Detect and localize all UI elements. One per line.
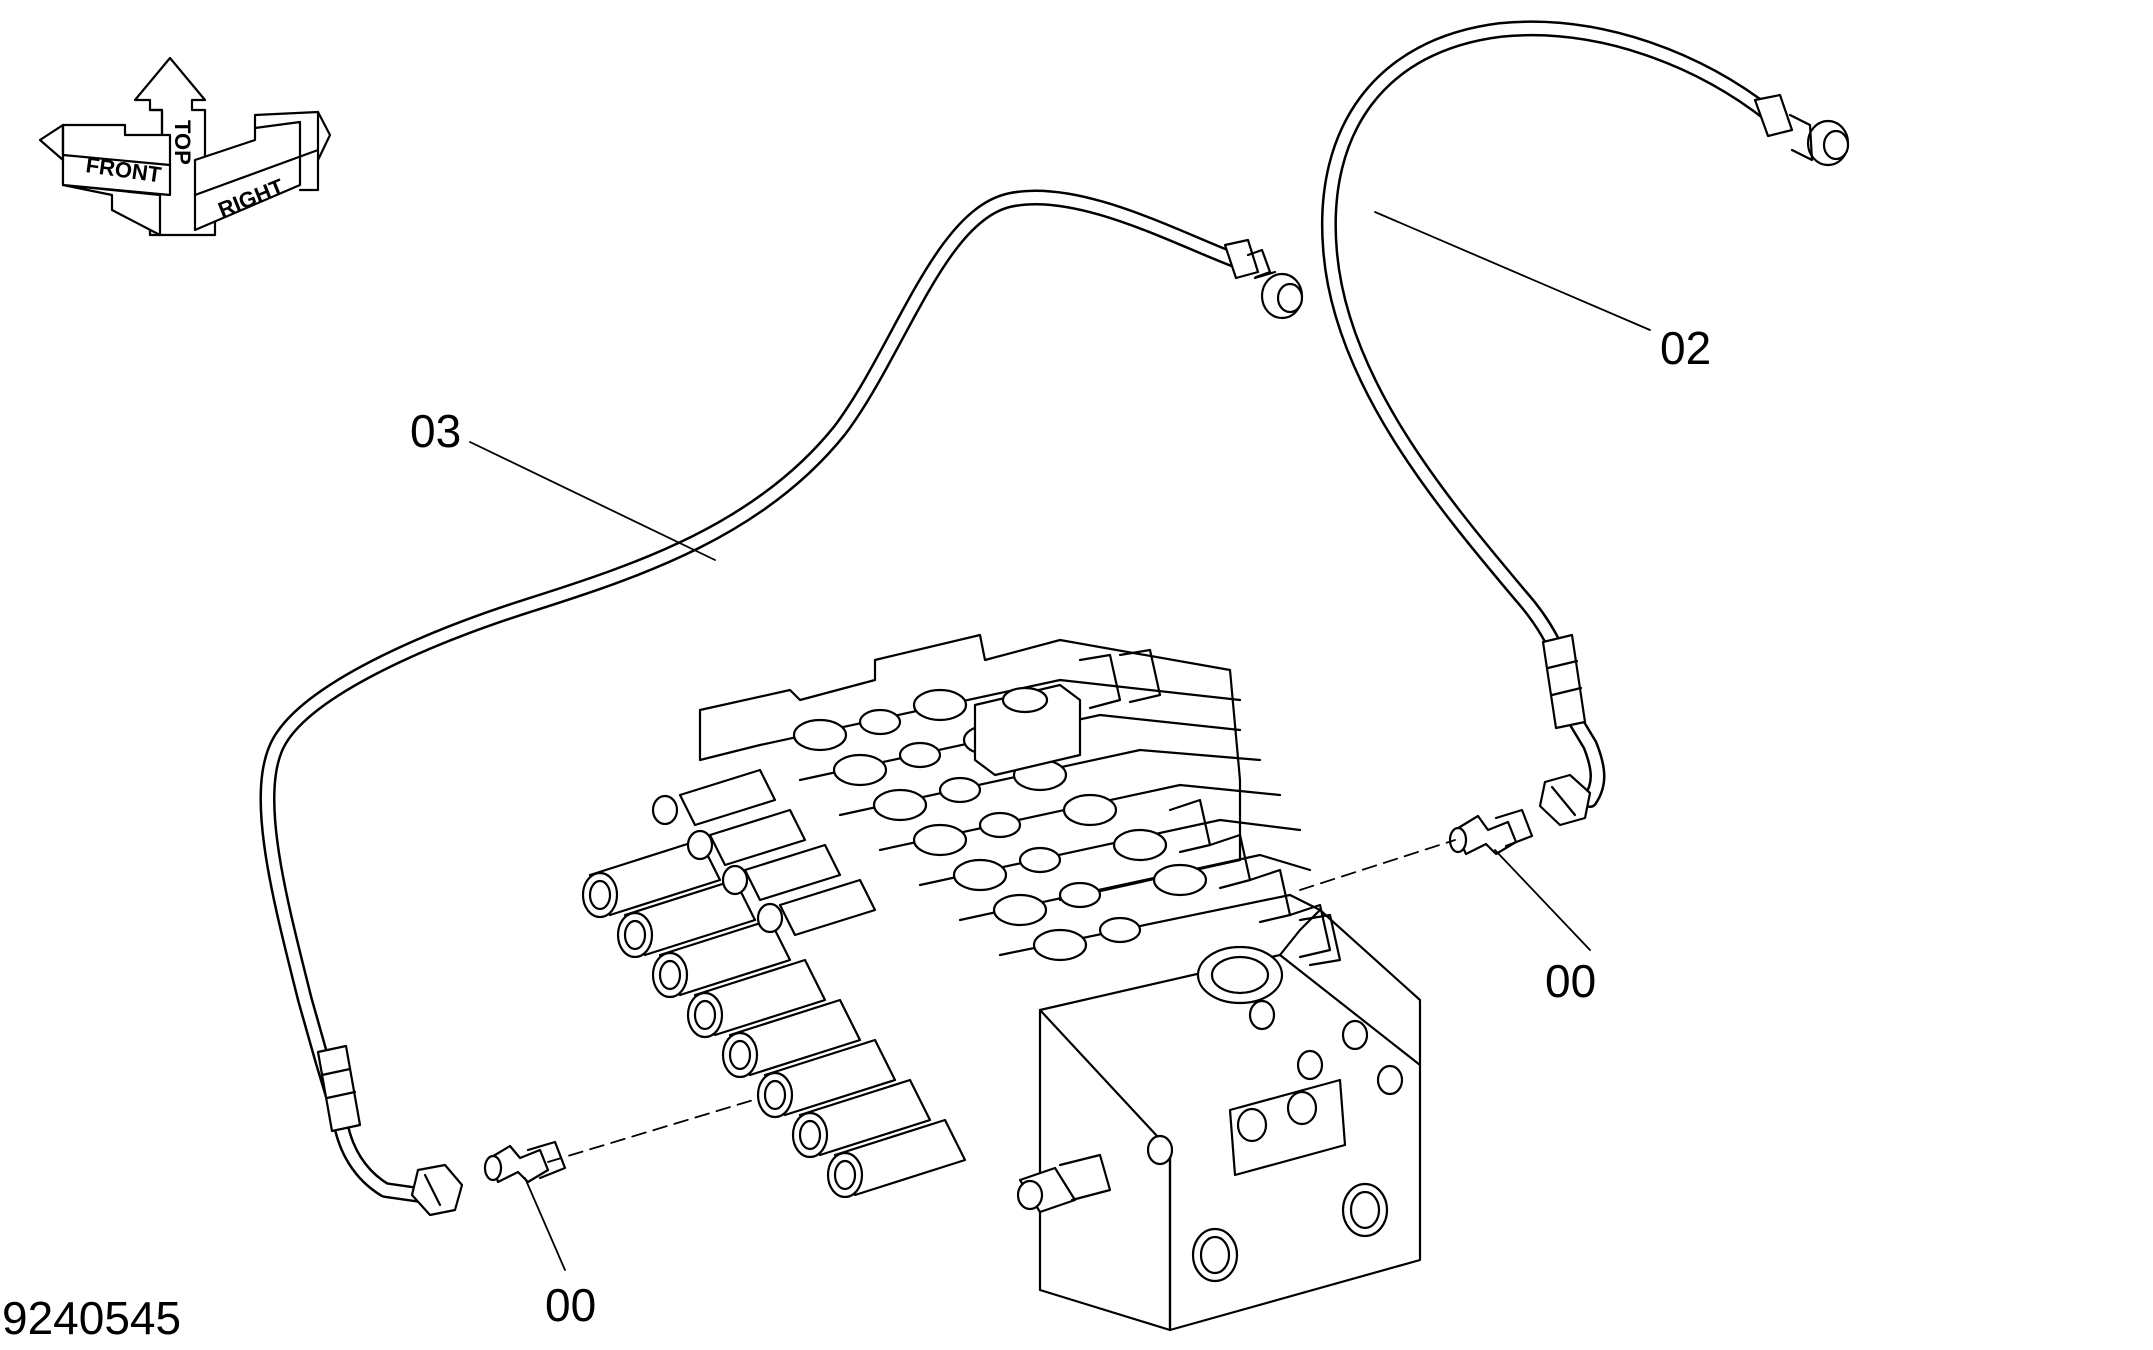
- leader-line-00-left: [524, 1177, 566, 1271]
- adapter-right: [1448, 808, 1534, 856]
- control-valve: [581, 633, 1422, 1332]
- spool-cylinders: [581, 838, 967, 1199]
- callout-02: 02: [1660, 322, 1712, 374]
- leader-line-02: [1374, 211, 1651, 331]
- hose-02: [1321, 20, 1850, 827]
- callout-00-right: 00: [1545, 955, 1597, 1007]
- dashed-line-left: [547, 1094, 771, 1163]
- upper-spool-caps: [651, 768, 877, 937]
- callout-03: 03: [410, 405, 462, 457]
- dashed-line-right: [1299, 839, 1456, 891]
- callout-00-left: 00: [545, 1279, 597, 1331]
- orientation-top-label: TOP: [170, 120, 195, 165]
- adapter-left: [483, 1140, 567, 1184]
- hose-03: [259, 189, 1304, 1217]
- leader-line-03: [469, 441, 716, 561]
- figure-number: 9240545: [2, 1292, 182, 1344]
- leader-line-00-right: [1494, 849, 1591, 951]
- orientation-indicator: FRONT TOP RIGHT: [38, 56, 332, 237]
